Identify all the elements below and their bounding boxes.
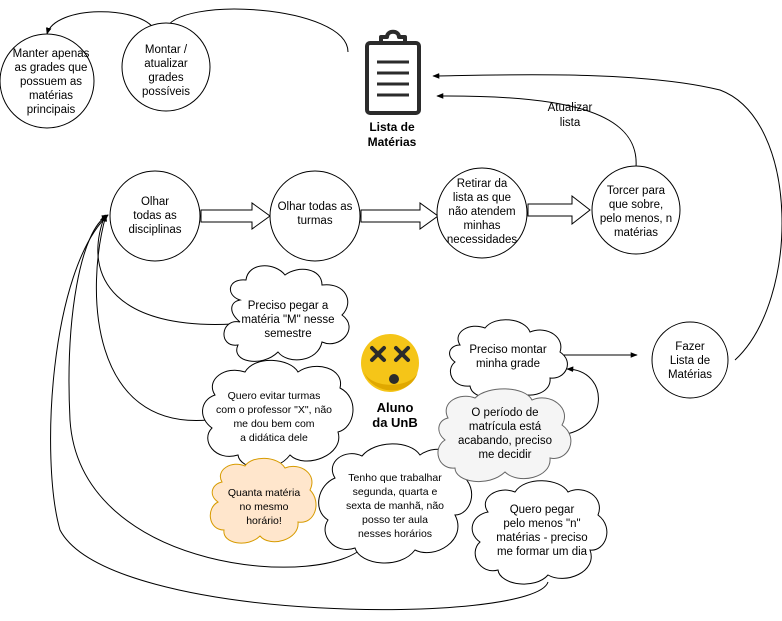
cloud-grade-line-2: minha grade (476, 358, 540, 370)
edge-label-atualizar-2: lista (560, 117, 581, 129)
cloud-trabalhar-line-2: segunda, quarta e (353, 486, 438, 498)
edge-label-atualizar-1: Atualizar (548, 102, 593, 114)
cloud-periodo-line-3: acabando, preciso (458, 435, 552, 447)
node-fazer-line-3: Matérias (668, 369, 712, 381)
cloud-trabalhar-line-3: sexta de manhã, não (346, 500, 444, 512)
clipboard-clip (379, 29, 407, 43)
node-fazer-circle[interactable] (651, 321, 729, 399)
emoji-shade (364, 372, 418, 391)
cloud-periodo-line-2: matrícula está (469, 421, 542, 433)
node-montar-line-1: Montar / (145, 44, 188, 56)
edge-periodo-to-grade (559, 366, 599, 436)
block-arrow-2 (360, 202, 439, 230)
cloud-precisa-pegar[interactable] (223, 265, 350, 362)
edge-montar-to-manter (45, 11, 156, 35)
cloud-evitar-turmas[interactable] (202, 359, 354, 469)
edge-fazer-to-lista (432, 73, 782, 361)
node-torcer-line-4: matérias (614, 227, 658, 239)
process-nodes (0, 22, 729, 399)
cloud-grade-line-1: Preciso montar (469, 344, 547, 356)
cloud-trabalhar-line-4: posso ter aula (362, 514, 428, 526)
cloud-periodo[interactable] (437, 388, 572, 483)
node-torcer-line-3: pelo menos, n (600, 213, 672, 225)
node-retirar-line-3: não atendem (448, 206, 515, 218)
cloud-quanta-line-2: no mesmo (239, 501, 288, 513)
node-olhar-disciplinas-line-3: disciplinas (128, 224, 181, 236)
node-retirar-line-1: Retirar da (457, 178, 508, 190)
node-montar-line-2: atualizar (144, 58, 188, 70)
edge-lista-to-montar (164, 8, 349, 53)
clipboard-list-icon (365, 29, 421, 115)
node-manter-circle[interactable] (0, 33, 95, 129)
cloud-periodo-line-4: me decidir (478, 449, 531, 461)
node-manter-line-4: matérias (29, 90, 73, 102)
cloud-quanta-line-3: horário! (246, 515, 282, 527)
cloud-trabalhar[interactable] (318, 443, 473, 564)
node-manter-line-5: principais (27, 104, 76, 116)
labels: Lista de Matérias Aluno da UnB Atualizar… (13, 44, 713, 558)
student-label-2: da UnB (372, 415, 418, 430)
emoji-face (361, 334, 419, 392)
node-retirar-line-2: lista as que (453, 192, 511, 204)
cloud-evitar-line-2: com o professor "X", não (216, 404, 332, 416)
node-montar-line-3: grades (148, 72, 183, 84)
cloud-montar-grade[interactable] (449, 319, 568, 399)
node-torcer-line-1: Torcer para (607, 185, 666, 197)
node-retirar-circle[interactable] (436, 167, 528, 259)
cloud-quanta-materia[interactable] (209, 457, 317, 544)
cloud-trabalhar-line-1: Tenho que trabalhar (348, 472, 442, 484)
node-olhar-turmas-line-2: turmas (297, 215, 332, 227)
block-arrow-3 (527, 194, 591, 226)
clipboard-board (365, 41, 421, 115)
list-icon-label-2: Matérias (368, 135, 417, 149)
block-arrows (200, 194, 591, 230)
cloud-quero-pegar[interactable] (471, 480, 608, 585)
node-montar-line-4: possíveis (142, 86, 190, 98)
cloud-quero-line-3: matérias - preciso (496, 532, 587, 544)
cloud-evitar-line-3: me dou bem com (233, 418, 314, 430)
clouds (202, 265, 608, 585)
node-olhar-turmas-circle[interactable] (269, 170, 361, 262)
edge-torcer-to-lista (436, 93, 637, 168)
node-torcer-line-2: que sobre, (609, 199, 663, 211)
edge-evitar-to-olhar (95, 214, 209, 421)
node-manter-line-3: possuem as (20, 76, 82, 88)
cloud-evitar-line-1: Quero evitar turmas (228, 390, 321, 402)
node-retirar-line-5: necessidades (447, 234, 518, 246)
cloud-periodo-line-1: O período de (471, 407, 538, 419)
cloud-quero-line-2: pelo menos "n" (503, 518, 580, 530)
node-retirar-line-4: minhas (463, 220, 500, 232)
node-olhar-disciplinas-line-2: todas as (133, 210, 177, 222)
student-label-1: Aluno (377, 400, 414, 415)
cloud-quero-line-4: me formar um dia (497, 546, 588, 558)
cloud-trabalhar-line-5: nesses horários (358, 528, 432, 540)
node-manter-line-2: as grades que (15, 62, 88, 74)
emoji-mouth (389, 374, 399, 384)
node-fazer-line-2: Lista de (670, 355, 710, 367)
node-olhar-disciplinas-circle[interactable] (109, 170, 201, 262)
edge-precisa-to-olhar (97, 214, 234, 325)
cloud-precisa-line-1: Preciso pegar a (248, 300, 329, 312)
cloud-precisa-line-3: semestre (264, 328, 311, 340)
connectors (45, 8, 782, 611)
node-torcer-circle[interactable] (591, 165, 681, 255)
node-manter-line-1: Manter apenas (13, 48, 90, 60)
cloud-evitar-line-4: a didática dele (240, 432, 308, 444)
node-fazer-line-1: Fazer (675, 341, 705, 353)
edge-trabalhar-to-olhar (68, 214, 366, 568)
edge-quero-to-olhar (50, 214, 549, 611)
cloud-quero-line-1: Quero pegar (510, 504, 575, 516)
dizzy-face-emoji-icon (361, 334, 419, 392)
node-olhar-turmas-line-1: Olhar todas as (278, 201, 353, 213)
cloud-quanta-line-1: Quanta matéria (228, 487, 301, 499)
node-olhar-disciplinas-line-1: Olhar (141, 196, 169, 208)
node-montar-circle[interactable] (121, 22, 211, 112)
cloud-precisa-line-2: matéria "M" nesse (241, 314, 334, 326)
list-icon-label-1: Lista de (369, 120, 415, 134)
block-arrow-1 (200, 202, 271, 230)
